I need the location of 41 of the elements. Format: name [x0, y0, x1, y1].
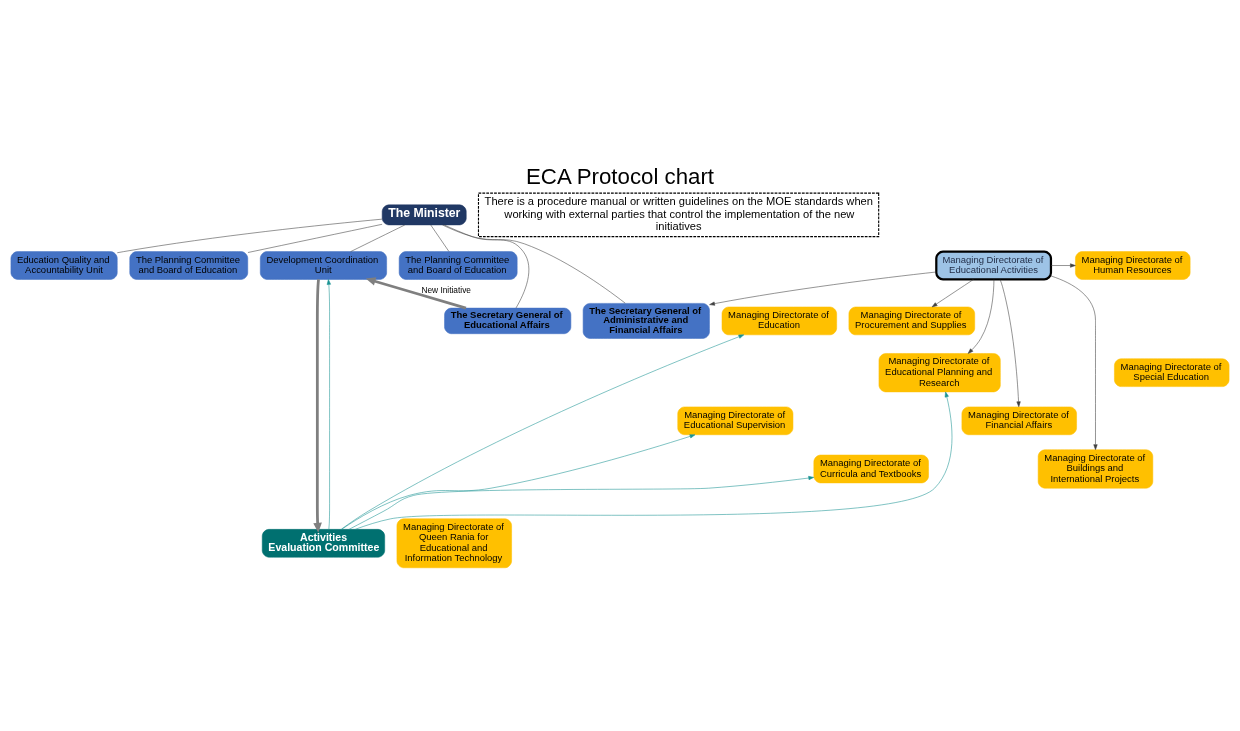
arrow	[1050, 263, 1076, 268]
node-box: Managing Directorate of Special Education	[1114, 358, 1230, 387]
node-box: Managing Directorate of Buildings and International Projects	[1037, 449, 1154, 488]
connector	[443, 224, 530, 308]
node-box: The Minister	[381, 204, 467, 225]
arrow	[999, 278, 1021, 407]
arrow	[348, 475, 815, 530]
arrow	[341, 433, 696, 530]
node-box: Development Coordination Unit	[260, 250, 387, 280]
node-box: The Planning Committee and Board of Education	[129, 250, 249, 280]
connector	[350, 224, 406, 252]
node-box: Managing Directorate of Educational Activities	[935, 250, 1053, 281]
arrow	[365, 276, 467, 309]
node-box: Managing Directorate of Procurement and Supplies	[848, 306, 975, 335]
diagram-title: ECA Protocol chart	[526, 163, 714, 189]
arrow	[326, 278, 331, 529]
arrow	[313, 278, 322, 533]
node-box: The Secretary General of Educational Affairs	[444, 307, 572, 334]
node-box: Managing Directorate of Curricula and Textbooks	[813, 454, 929, 483]
node-box: Managing Directorate of Financial Affairs	[961, 406, 1077, 435]
node-box: Education Quality and Accountability Unit	[10, 250, 118, 280]
arrow	[1050, 275, 1098, 450]
arrow	[355, 391, 953, 530]
connector	[117, 218, 383, 253]
node-box: The Secretary General of Administrative and Financial Affairs	[582, 302, 710, 339]
node-box: Activities Evaluation Committee	[261, 528, 385, 557]
connector	[442, 224, 626, 303]
node-box: Managing Directorate of Education	[721, 306, 837, 335]
node-box: Managing Directorate of Educational Supervision	[677, 406, 794, 435]
arrow	[709, 271, 937, 306]
connector	[430, 224, 450, 252]
arrow	[931, 278, 974, 307]
node-box: Managing Directorate of Queen Rania for Educational and Information Technology	[396, 518, 512, 568]
node-box: The Planning Committee and Board of Education	[398, 250, 518, 280]
connector	[247, 223, 383, 253]
node-box: Managing Directorate of Educational Planning and Research	[878, 352, 1001, 392]
arrow	[967, 278, 995, 354]
arrow	[341, 334, 745, 530]
edge-label: New Initiative	[421, 284, 471, 295]
node-box: There is a procedure manual or written guidelines on the MOE standards when working with external parties that control the implementation of the new initiatives	[477, 192, 880, 237]
node-box: Managing Directorate of Human Resources	[1075, 250, 1191, 280]
